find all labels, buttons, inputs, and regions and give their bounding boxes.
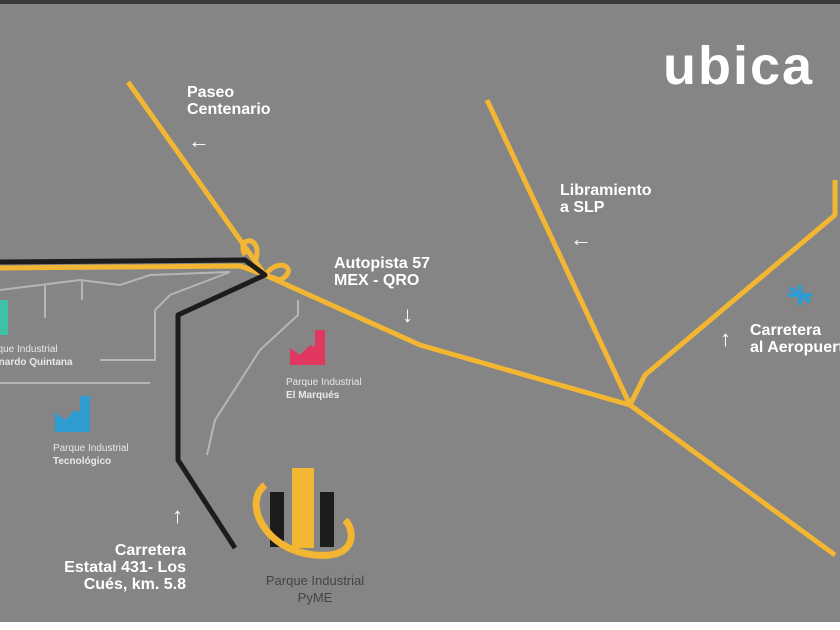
arrow-up-icon: ↑ — [172, 503, 183, 528]
minor-roads — [0, 271, 299, 456]
page-title: ubica — [663, 36, 815, 96]
airplane-icon — [788, 285, 812, 305]
factory-icon — [0, 300, 325, 432]
park-label-quintana: Parque IndustrialBernardo Quintana — [0, 344, 73, 368]
road-label-paseo: Paseo Centenario — [187, 84, 271, 118]
arrow-down-icon: ↓ — [402, 302, 413, 327]
arrow-left-icon: ← — [188, 128, 210, 153]
arrow-left-icon: ← — [570, 226, 592, 251]
pyme-logo — [252, 468, 355, 559]
arrow-up-icon: ↑ — [720, 326, 731, 351]
access-route — [0, 257, 268, 550]
highways — [0, 80, 838, 558]
